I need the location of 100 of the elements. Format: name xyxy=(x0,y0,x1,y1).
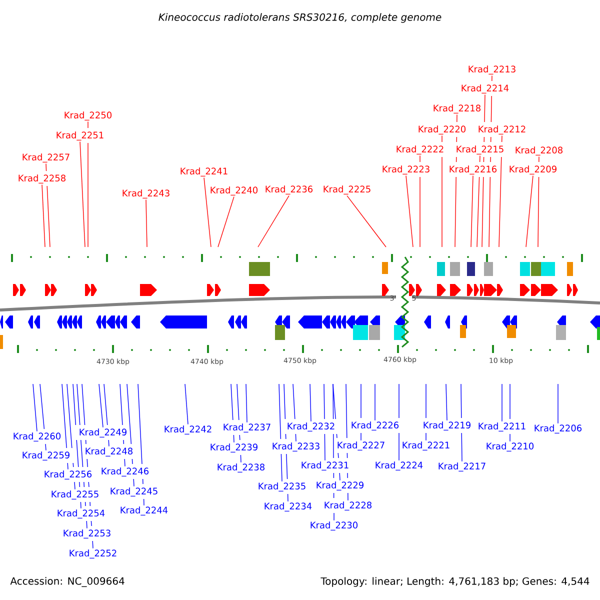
footer-text: Accession: NC_009664 xyxy=(10,577,124,587)
leader-line xyxy=(62,384,68,470)
gene-label: Krad_2214 xyxy=(462,84,509,94)
gene-label: Krad_2217 xyxy=(438,462,486,472)
gene-label: Krad_2253 xyxy=(64,530,110,538)
leader-line xyxy=(346,384,348,501)
leader-line xyxy=(66,384,76,490)
leader-line xyxy=(374,384,376,421)
leader-line xyxy=(146,199,148,248)
leader-line xyxy=(324,384,326,461)
gene-label: Krad_2246 xyxy=(102,468,149,476)
gene-label: Krad_2230 xyxy=(310,522,358,530)
gene-label: Krad_2209 xyxy=(510,166,556,174)
leader-line xyxy=(218,196,234,248)
gene-label: Krad_2206 xyxy=(534,424,582,434)
leader-line xyxy=(126,384,134,487)
leader-line xyxy=(40,384,46,451)
footer-text: Topology: linear; Length: 4,761,183 bp; Genes: 4,544 xyxy=(320,577,590,587)
gene-label: Krad_2218 xyxy=(434,104,480,114)
gene-label: Krad_2227 xyxy=(338,442,384,450)
gene-label: Krad_2248 xyxy=(86,448,132,456)
gene-label: Krad_2242 xyxy=(164,426,212,434)
gene-label: Krad_2259 xyxy=(22,452,70,460)
gene-label: Krad_2255 xyxy=(52,490,98,500)
gene-label: Krad_2245 xyxy=(110,488,158,496)
gene-label: Krad_2219 xyxy=(424,422,470,430)
gene-label: Krad_2213 xyxy=(468,66,516,74)
gene-label: Krad_2232 xyxy=(288,422,334,432)
leader-line xyxy=(184,384,188,425)
title: Kineococcus radiotolerans SRS30216, complete genome xyxy=(158,13,442,23)
gene-label: Krad_2228 xyxy=(324,502,372,510)
gene-label: Krad_2235 xyxy=(258,482,306,492)
leader-line xyxy=(76,384,88,529)
leader-line xyxy=(498,135,502,248)
leader-line xyxy=(284,384,288,502)
gene-label: Krad_2224 xyxy=(376,462,423,470)
leader-line xyxy=(346,195,386,248)
gene-label: Krad_2244 xyxy=(120,506,168,516)
gene-label: Krad_2233 xyxy=(272,442,320,452)
leader-line xyxy=(454,114,458,248)
gene-label: Krad_2249 xyxy=(80,428,126,438)
leader-line xyxy=(488,75,492,248)
leader-line xyxy=(406,175,414,248)
gene-label: Krad_2238 xyxy=(218,464,264,472)
leader-line xyxy=(82,384,94,549)
gene-label: Krad_2223 xyxy=(382,166,430,174)
leader-line xyxy=(246,384,248,423)
leader-line xyxy=(32,384,38,432)
gene-label: Krad_2256 xyxy=(44,470,92,480)
leader-line xyxy=(72,384,82,509)
gene-label: Krad_2254 xyxy=(58,510,105,518)
gene-label: Krad_2257 xyxy=(22,154,70,162)
leader-line xyxy=(80,141,86,248)
gene-label: Krad_2212 xyxy=(478,126,526,134)
leader-line xyxy=(446,384,448,421)
leader-line xyxy=(360,384,362,441)
gene-label: Krad_2251 xyxy=(56,132,104,140)
leader-line xyxy=(230,384,234,443)
leader-line xyxy=(46,163,50,248)
gene-label: Krad_2208 xyxy=(516,146,562,156)
leader-line xyxy=(98,384,104,428)
leader-line xyxy=(482,94,486,248)
gene-label: Krad_2220 xyxy=(418,126,466,134)
leader-line xyxy=(236,384,242,463)
gene-label: Krad_2241 xyxy=(180,168,228,176)
gene-label: Krad_2211 xyxy=(478,422,526,432)
leader-line xyxy=(292,384,296,442)
leader-line xyxy=(398,384,400,461)
gene-label: Krad_2229 xyxy=(316,482,364,490)
leader-line xyxy=(42,184,46,248)
leader-line xyxy=(258,195,290,248)
gene-label: Krad_2250 xyxy=(64,112,112,120)
leader-line xyxy=(138,384,144,506)
gene-label: Krad_2231 xyxy=(302,462,348,470)
leader-line xyxy=(332,384,334,521)
gene-label: Krad_2258 xyxy=(18,174,66,184)
gene-label: Krad_2221 xyxy=(402,442,450,450)
gene-label: Krad_2215 xyxy=(456,146,504,154)
leader-line xyxy=(104,384,110,447)
gene-label: Krad_2252 xyxy=(70,550,116,558)
gene-label: Krad_2222 xyxy=(396,146,444,154)
gene-label: Krad_2226 xyxy=(352,422,399,430)
gene-label: Krad_2239 xyxy=(210,444,258,452)
gene-label: Krad_2225 xyxy=(324,186,370,194)
gene-label: Krad_2240 xyxy=(210,186,258,196)
gene-label: Krad_2236 xyxy=(266,186,313,194)
leader-line xyxy=(460,384,462,462)
leader-line xyxy=(538,156,540,248)
leader-line xyxy=(310,384,312,422)
leader-line xyxy=(476,155,480,248)
gene-label: Krad_2234 xyxy=(264,502,312,512)
leader-line xyxy=(278,384,282,482)
leader-line xyxy=(470,175,474,248)
leader-line xyxy=(120,384,126,467)
leader-line xyxy=(526,175,534,248)
gene-label: Krad_2260 xyxy=(14,432,61,442)
gene-label: Krad_2243 xyxy=(122,190,170,198)
gene-label: Krad_2237 xyxy=(224,424,270,432)
gene-label: Krad_2216 xyxy=(450,166,497,174)
leader-line xyxy=(204,177,212,248)
